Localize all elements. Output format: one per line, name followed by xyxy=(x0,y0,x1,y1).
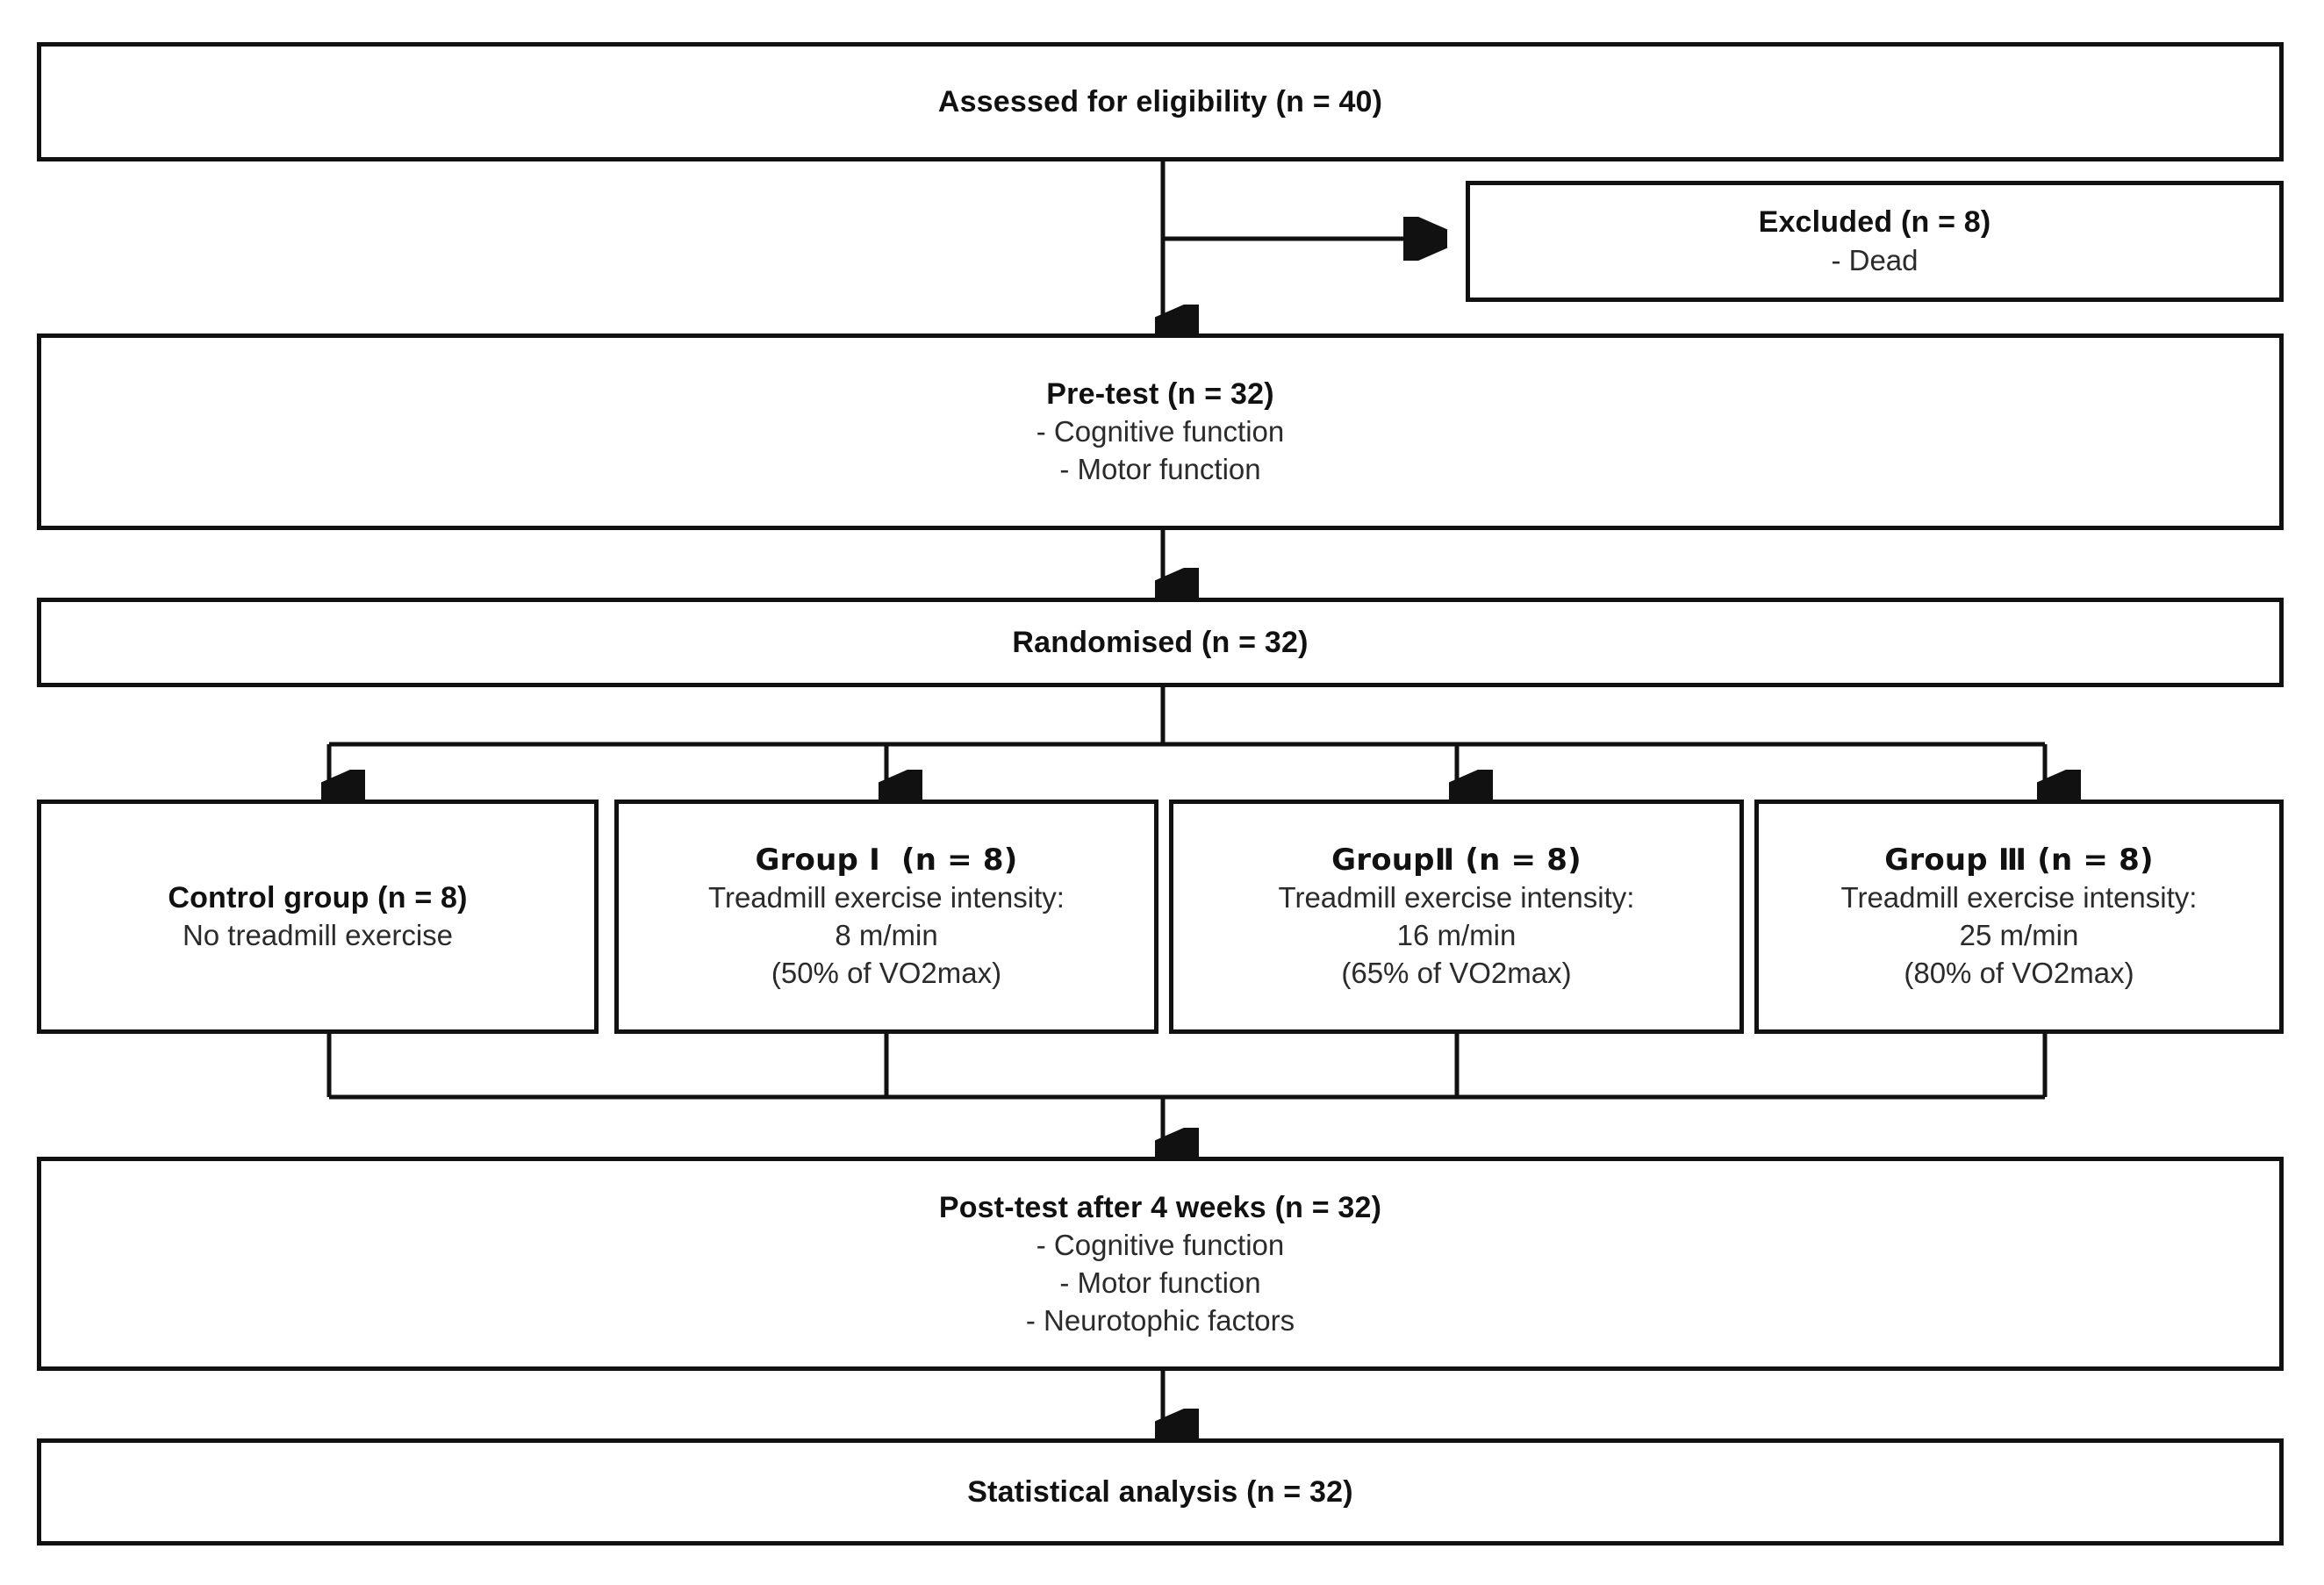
node-statistical-analysis-title: Statistical analysis (n = 32) xyxy=(967,1474,1353,1509)
node-group-2-title: GroupⅡ (n = 8) xyxy=(1331,843,1582,879)
node-posttest-line-3: - Neurotophic factors xyxy=(1025,1303,1295,1337)
node-posttest-line-1: - Cognitive function xyxy=(1036,1228,1285,1261)
node-pretest: Pre-test (n = 32) - Cognitive function -… xyxy=(37,333,2284,530)
node-excluded: Excluded (n = 8) - Dead xyxy=(1466,181,2284,302)
node-group-2-line-1: Treadmill exercise intensity: xyxy=(1278,881,1635,914)
node-group-1-line-1: Treadmill exercise intensity: xyxy=(708,881,1065,914)
node-pretest-line-2: - Motor function xyxy=(1059,453,1261,486)
node-statistical-analysis: Statistical analysis (n = 32) xyxy=(37,1438,2284,1546)
node-control-group-line-1: No treadmill exercise xyxy=(182,919,454,952)
node-group-1-title: Group Ⅰ (n = 8) xyxy=(755,843,1018,879)
node-control-group: Control group (n = 8) No treadmill exerc… xyxy=(37,800,599,1034)
node-posttest-title: Post-test after 4 weeks (n = 32) xyxy=(938,1190,1382,1224)
node-group-2-line-3: (65% of VO2max) xyxy=(1341,957,1572,990)
node-group-3-line-3: (80% of VO2max) xyxy=(1904,957,2134,990)
node-group-1-line-3: (50% of VO2max) xyxy=(771,957,1002,990)
node-group-3: Group Ⅲ (n = 8) Treadmill exercise inten… xyxy=(1754,800,2284,1034)
node-assessed-title: Assessed for eligibility (n = 40) xyxy=(937,84,1383,118)
node-group-1: Group Ⅰ (n = 8) Treadmill exercise inten… xyxy=(614,800,1158,1034)
node-group-2: GroupⅡ (n = 8) Treadmill exercise intens… xyxy=(1169,800,1744,1034)
node-control-group-title: Control group (n = 8) xyxy=(168,880,468,914)
node-group-3-title: Group Ⅲ (n = 8) xyxy=(1884,843,2154,879)
node-pretest-line-1: - Cognitive function xyxy=(1036,415,1285,448)
node-excluded-line-1: - Dead xyxy=(1831,243,1919,276)
node-pretest-title: Pre-test (n = 32) xyxy=(1046,377,1274,412)
node-randomised: Randomised (n = 32) xyxy=(37,598,2284,687)
node-group-3-line-1: Treadmill exercise intensity: xyxy=(1840,881,2198,914)
node-excluded-title: Excluded (n = 8) xyxy=(1758,205,1991,240)
node-assessed-for-eligibility: Assessed for eligibility (n = 40) xyxy=(37,42,2284,161)
node-group-3-line-2: 25 m/min xyxy=(1959,919,2079,952)
node-group-2-line-2: 16 m/min xyxy=(1396,919,1517,952)
node-group-1-line-2: 8 m/min xyxy=(835,919,938,952)
node-posttest: Post-test after 4 weeks (n = 32) - Cogni… xyxy=(37,1157,2284,1371)
node-randomised-title: Randomised (n = 32) xyxy=(1012,625,1309,659)
node-posttest-line-2: - Motor function xyxy=(1059,1266,1261,1299)
